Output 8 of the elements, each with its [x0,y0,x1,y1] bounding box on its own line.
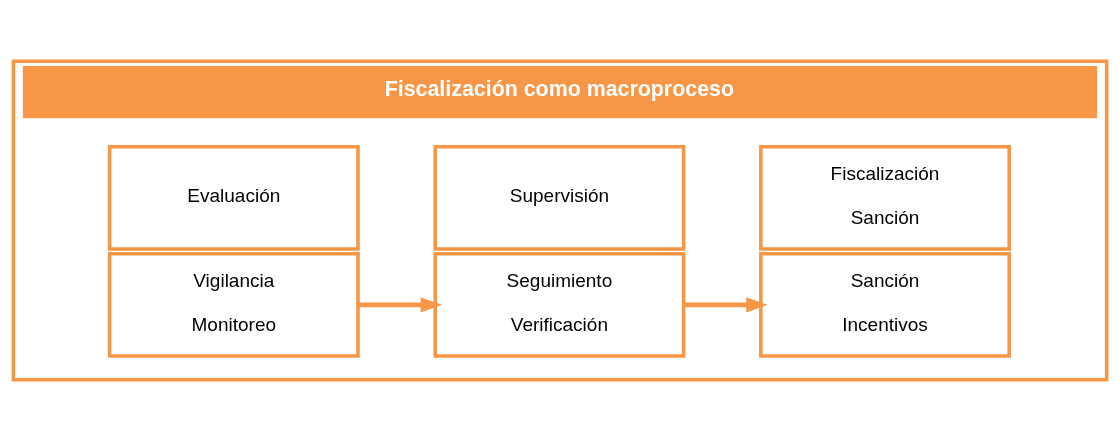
arrow [358,297,443,313]
node-box: Seguimiento Verificación [433,252,686,358]
node-box: Fiscalización Sanción [759,145,1011,251]
node-box: Evaluación [107,145,360,251]
node-box: Vigilancia Monitoreo [107,252,360,358]
node-box: Supervisión [433,145,686,251]
node-box: Sanción Incentivos [759,252,1011,358]
arrow [683,297,768,313]
